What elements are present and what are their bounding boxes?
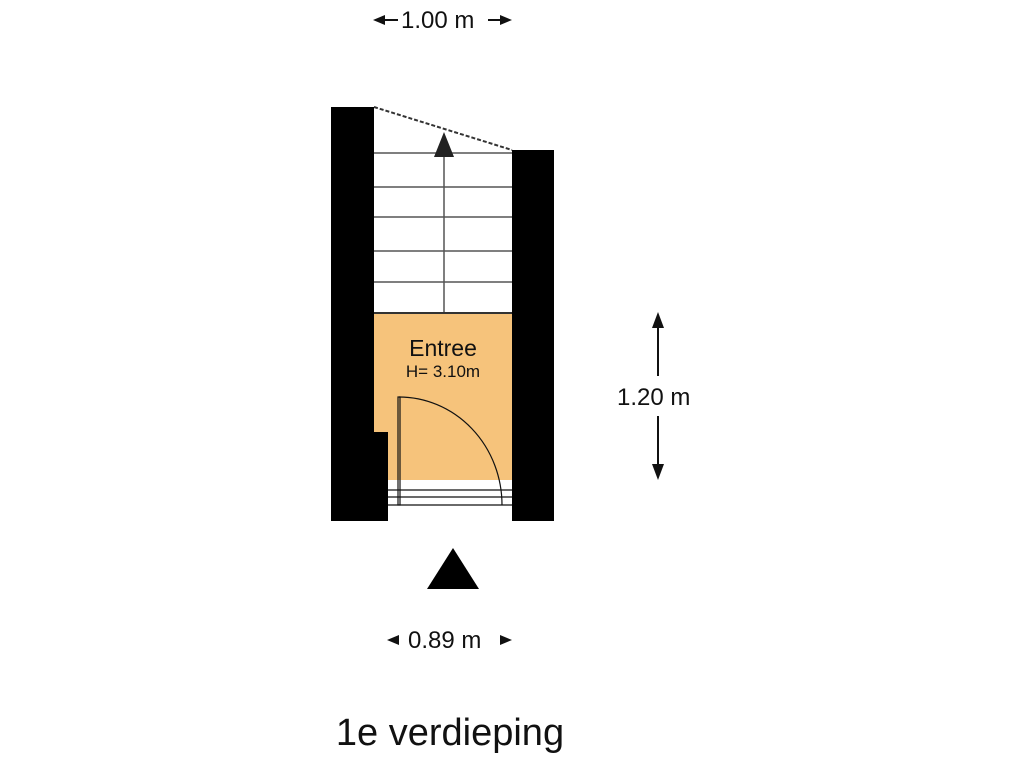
stair-direction-arrow-icon [434, 132, 454, 157]
entrance-triangle-icon [427, 548, 479, 589]
top-width-label: 1.00 m [401, 7, 475, 34]
bottom-width-label: 0.89 m [408, 627, 482, 654]
bottom-dimension-arrows [387, 635, 512, 645]
side-depth-label: 1.20 m [617, 384, 691, 411]
room-name: Entree [409, 335, 477, 361]
staircase [373, 106, 513, 313]
walls [331, 107, 554, 521]
floor-title: 1e verdieping [335, 712, 565, 754]
door [388, 396, 512, 506]
top-dimension-arrows [373, 15, 512, 25]
room-height: H= 3.10m [405, 362, 481, 381]
side-dimension-arrows [652, 312, 664, 480]
